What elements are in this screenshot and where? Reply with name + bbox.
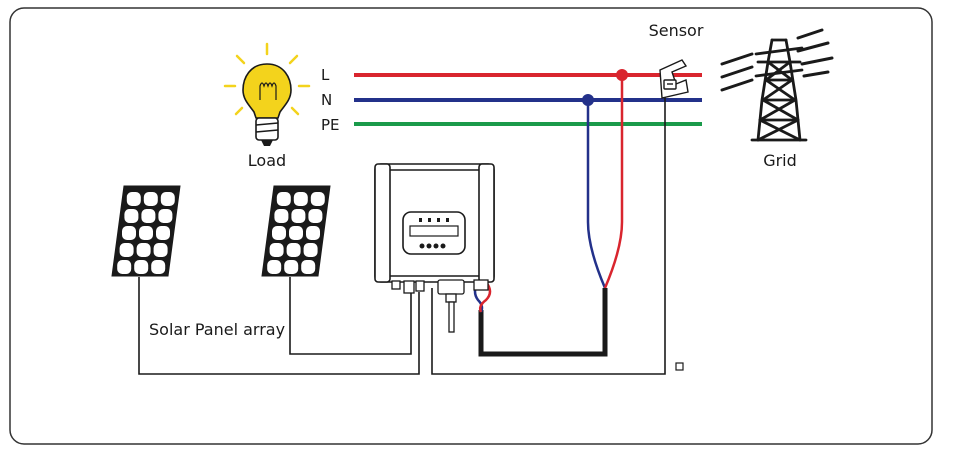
solar-cell	[269, 243, 284, 257]
line-l-label: L	[321, 66, 330, 84]
solar-cell	[158, 209, 173, 223]
solar-cell	[306, 226, 320, 240]
solar-cell	[276, 192, 291, 206]
grid-label: Grid	[763, 151, 797, 170]
line-pe-label: PE	[321, 116, 340, 134]
solar-cell	[136, 243, 151, 257]
solar-cell	[286, 243, 301, 257]
solar-cell	[303, 243, 318, 257]
dc-wire-panel-1	[138, 277, 420, 375]
solar-cell	[117, 260, 132, 274]
dc-wire-panel-2	[289, 277, 412, 355]
solar-cell	[143, 192, 158, 206]
solar-cell	[301, 260, 316, 274]
solar-cell	[126, 192, 141, 206]
solar-cell	[153, 243, 168, 257]
solar-cell	[308, 209, 323, 223]
solar-cell	[289, 226, 303, 240]
solar-cell	[119, 243, 134, 257]
ac-cable	[478, 288, 608, 357]
light-bulb-icon	[223, 42, 311, 146]
solar-cell	[267, 260, 282, 274]
load-label: Load	[248, 151, 286, 170]
solar-cell	[151, 260, 166, 274]
solar-cell	[293, 192, 308, 206]
solar-cell	[141, 209, 156, 223]
solar-panel-icon	[111, 185, 331, 277]
solar-cell	[124, 209, 139, 223]
solar-cell	[291, 209, 306, 223]
line-n-label: N	[321, 91, 332, 109]
diagram-frame	[9, 7, 933, 445]
cable-end-marker	[675, 362, 684, 371]
sensor-label: Sensor	[649, 21, 704, 40]
l-drop-wire	[603, 75, 624, 289]
ac-cable-l-lead	[478, 281, 492, 313]
solar-cell	[122, 226, 136, 240]
solar-cell	[160, 192, 175, 206]
solar-cell	[310, 192, 325, 206]
solar-cell	[284, 260, 299, 274]
solar-cell	[274, 209, 289, 223]
solar-cell	[134, 260, 149, 274]
inverter-icon	[374, 163, 495, 333]
n-drop-wire	[586, 100, 607, 289]
solar-panel-label: Solar Panel array	[149, 320, 285, 339]
solar-cell	[156, 226, 170, 240]
solar-cell	[272, 226, 286, 240]
ct-sensor-icon	[659, 59, 689, 99]
solar-cell	[139, 226, 153, 240]
transmission-tower-icon	[720, 28, 834, 142]
sensor-cable	[431, 96, 666, 375]
